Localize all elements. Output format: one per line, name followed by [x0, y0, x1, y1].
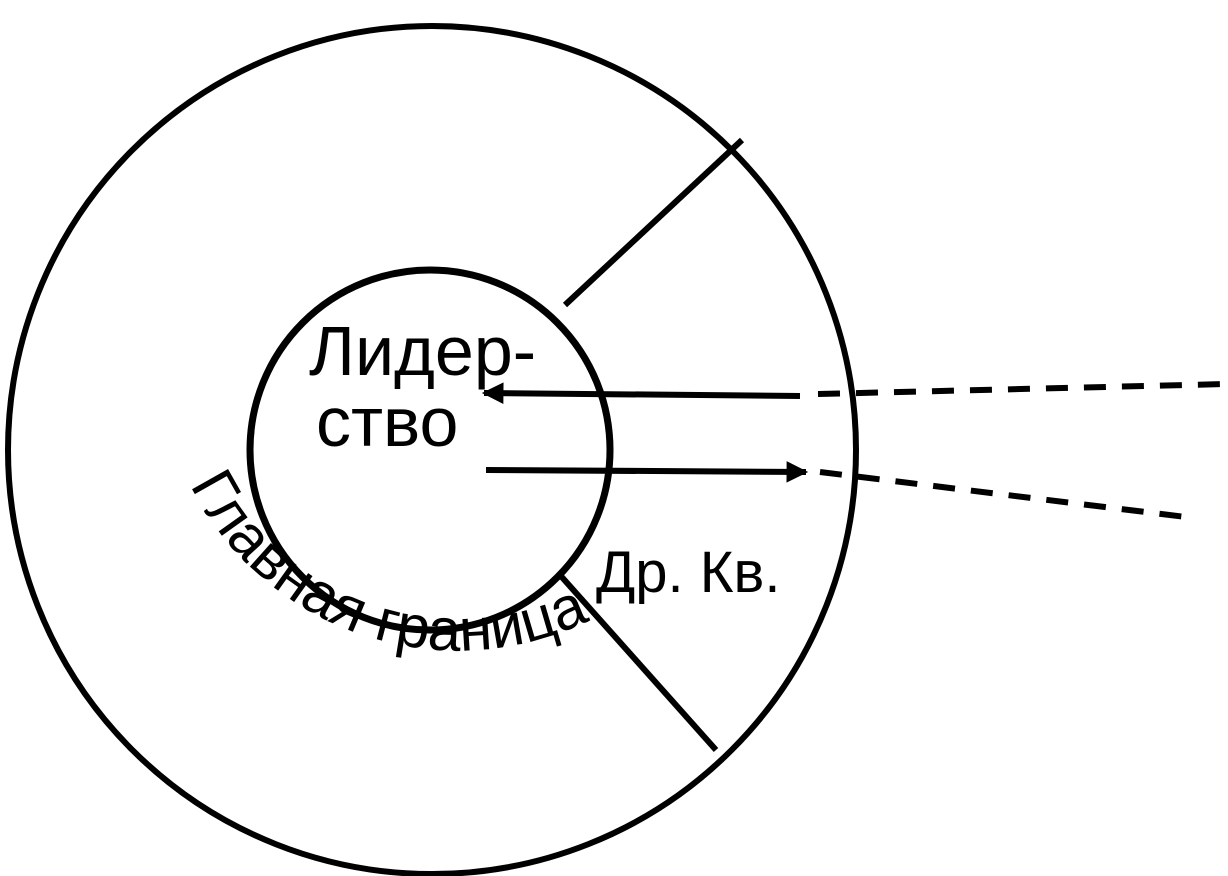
main-boundary-label: Главная граница: [178, 459, 596, 664]
leadership-label-line1: Лидер-: [309, 312, 536, 390]
outbound-arrow: [485, 461, 809, 483]
outer-circle: [5, 23, 859, 876]
sector-line-upper: [562, 137, 745, 308]
inner-circle: [246, 266, 614, 634]
dashed-line-lower: [819, 469, 1187, 520]
other-sector-label: Др. Кв.: [596, 540, 780, 605]
inbound-arrow: [481, 382, 801, 404]
sector-line-lower: [557, 573, 719, 752]
leadership-label-line2: ство: [316, 383, 458, 461]
dashed-line-upper: [817, 381, 1227, 397]
